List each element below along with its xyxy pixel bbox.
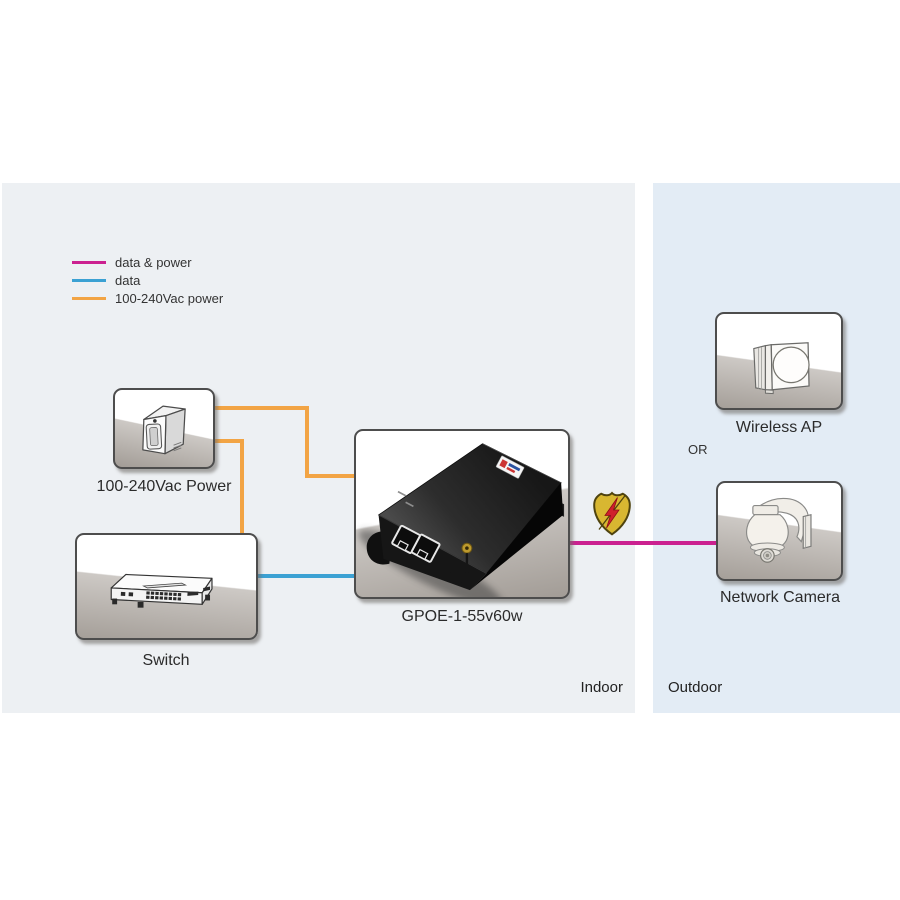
outdoor-zone-label: Outdoor: [668, 679, 723, 696]
injector-node-label: GPOE-1-55v60w: [401, 608, 523, 625]
legend-label: 100-240Vac power: [115, 290, 224, 306]
connection-power-to-injector: [212, 406, 309, 410]
legend-label: data & power: [115, 254, 192, 270]
connection-power-to-injector: [305, 406, 309, 478]
poe-injector-node: [354, 429, 570, 599]
network-camera-node: [716, 481, 843, 581]
rj45-port: [410, 533, 441, 563]
poe-injector-photo: [358, 443, 565, 597]
dome-body: [746, 514, 789, 548]
connection-power-to-switch: [240, 439, 244, 535]
led-markings: [397, 490, 414, 508]
legend: data & power data 100-240Vac power: [72, 253, 223, 307]
wireless-ap-icon: [753, 342, 810, 395]
dome-camera-icon: [746, 497, 812, 563]
outdoor-zone-panel: [653, 183, 900, 713]
legend-item-data: data: [72, 271, 223, 289]
ac-power-line-swatch: [72, 296, 106, 300]
camera-node-label: Network Camera: [719, 589, 841, 606]
brand-label: [495, 455, 525, 479]
switch-node: [75, 533, 258, 640]
rack-switch-icon: [110, 573, 213, 608]
indoor-zone-label: Indoor: [580, 679, 623, 696]
data-power-line-swatch: [72, 260, 106, 264]
power-supply-icon: [142, 405, 186, 455]
switch-node-label: Switch: [142, 652, 190, 669]
surge-protection-shield-icon: [591, 489, 633, 539]
wall-plate: [802, 513, 812, 550]
legend-item-ac-power: 100-240Vac power: [72, 289, 223, 307]
power-supply-node: [113, 388, 215, 469]
ground-symbol: [450, 553, 484, 585]
connection-switch-to-injector: [256, 574, 358, 578]
power-node-label: 100-240Vac Power: [96, 478, 232, 495]
legend-item-data-power: data & power: [72, 253, 223, 271]
connection-power-to-injector: [305, 474, 357, 478]
wireless-ap-node: [715, 312, 843, 410]
legend-label: data: [115, 272, 141, 288]
connection-injector-to-camera: [568, 541, 718, 545]
data-line-swatch: [72, 278, 106, 282]
wireless-ap-node-label: Wireless AP: [735, 419, 823, 436]
connection-power-to-switch: [212, 439, 244, 443]
or-separator-label: OR: [688, 442, 708, 457]
